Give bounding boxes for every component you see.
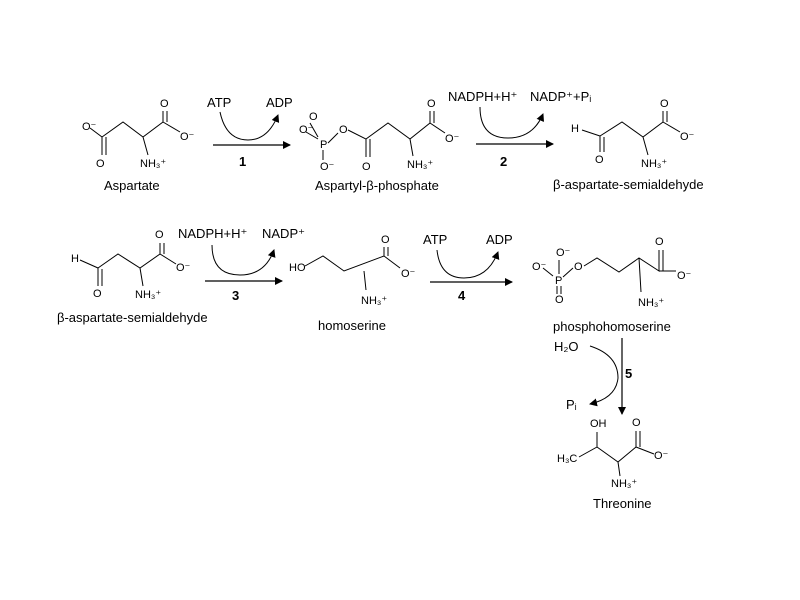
phosphohomoserine-bonds xyxy=(542,250,676,294)
amino-group: NH₃⁺ xyxy=(611,478,637,490)
step-4-number: 4 xyxy=(458,288,466,303)
step-5-cofactor-out: Pᵢ xyxy=(566,397,577,412)
atom-o: O xyxy=(595,154,604,166)
aspartyl-phosphate-label: Aspartyl-β-phosphate xyxy=(315,178,439,193)
atom-o-minus: O⁻ xyxy=(680,131,695,143)
step-5-curved-arrow xyxy=(589,345,619,407)
aspartate-label: Aspartate xyxy=(104,178,160,193)
semialdehyde-label-1: β-aspartate-semialdehyde xyxy=(553,177,704,192)
phosphohomoserine-label: phosphohomoserine xyxy=(553,319,671,334)
step-1-number: 1 xyxy=(239,154,246,169)
semialdehyde-bonds-1 xyxy=(581,111,681,156)
atom-o-minus: O⁻ xyxy=(556,247,571,259)
semialdehyde-structure-1: H O O O⁻ NH₃⁺ xyxy=(571,98,695,170)
atom-o: O xyxy=(427,98,436,110)
atom-o-minus: O⁻ xyxy=(445,133,460,145)
homoserine-structure: HO O O⁻ NH₃⁺ xyxy=(289,234,416,307)
step-5-number: 5 xyxy=(625,366,632,381)
reaction-step-3: NADPH+H⁺ NADP⁺ 3 xyxy=(178,226,305,303)
aspartate-structure: O⁻ O O O⁻ NH₃⁺ xyxy=(82,98,195,170)
step-5-cofactor-in: H₂O xyxy=(554,339,579,354)
atom-o: O xyxy=(93,288,102,300)
atom-oh: OH xyxy=(590,418,607,430)
homoserine-bonds xyxy=(304,247,401,291)
step-1-cofactor-out: ADP xyxy=(266,95,293,110)
aspartyl-phosphate-bonds xyxy=(305,111,446,160)
atom-o-minus: O⁻ xyxy=(532,261,547,273)
step-2-cofactor-in: NADPH+H⁺ xyxy=(448,89,517,104)
atom-o: O xyxy=(632,417,641,429)
semialdehyde-label-2: β-aspartate-semialdehyde xyxy=(57,310,208,325)
step-1-cofactor-in: ATP xyxy=(207,95,231,110)
reaction-step-2: NADPH+H⁺ NADP⁺+Pᵢ 2 xyxy=(448,89,591,169)
atom-o: O xyxy=(96,158,105,170)
reaction-step-5: H₂O Pᵢ 5 xyxy=(554,338,632,415)
threonine-label: Threonine xyxy=(593,496,652,511)
homoserine-label: homoserine xyxy=(318,318,386,333)
step-3-curved-arrow xyxy=(211,244,276,276)
amino-group: NH₃⁺ xyxy=(641,158,667,170)
atom-ho: HO xyxy=(289,262,306,274)
atom-h: H xyxy=(571,123,579,135)
atom-o: O xyxy=(309,111,318,123)
atom-h: H xyxy=(71,253,79,265)
atom-p: P xyxy=(320,139,327,151)
atom-p: P xyxy=(555,275,562,287)
step-3-cofactor-in: NADPH+H⁺ xyxy=(178,226,247,241)
atom-o: O xyxy=(555,294,564,306)
threonine-bonds xyxy=(578,431,655,477)
atom-o-minus: O⁻ xyxy=(180,131,195,143)
amino-group: NH₃⁺ xyxy=(135,289,161,301)
amino-group: NH₃⁺ xyxy=(361,295,387,307)
methyl-group: H₃C xyxy=(557,453,577,465)
aspartyl-phosphate-structure: O O⁻ P O⁻ O O O O⁻ NH₃⁺ xyxy=(299,98,460,173)
atom-o: O xyxy=(381,234,390,246)
atom-o-minus: O⁻ xyxy=(401,268,416,280)
atom-o-minus: O⁻ xyxy=(677,270,692,282)
semialdehyde-structure-2: H O O O⁻ NH₃⁺ xyxy=(71,229,191,301)
step-2-number: 2 xyxy=(500,154,507,169)
step-4-cofactor-out: ADP xyxy=(486,232,513,247)
threonine-structure: OH H₃C O O⁻ NH₃⁺ xyxy=(557,417,669,490)
atom-o: O xyxy=(155,229,164,241)
atom-o-minus: O⁻ xyxy=(176,262,191,274)
step-2-curved-arrow xyxy=(479,106,544,139)
atom-o: O xyxy=(160,98,169,110)
aspartate-bonds xyxy=(89,111,181,156)
atom-o: O xyxy=(655,236,664,248)
atom-o: O xyxy=(362,161,371,173)
step-4-curved-arrow xyxy=(436,249,500,279)
step-2-cofactor-out: NADP⁺+Pᵢ xyxy=(530,89,591,104)
reaction-step-1: ATP ADP 1 xyxy=(207,95,293,169)
step-3-cofactor-out: NADP⁺ xyxy=(262,226,305,241)
reaction-step-4: ATP ADP 4 xyxy=(423,232,513,303)
atom-o: O xyxy=(339,124,348,136)
atom-o-minus: O⁻ xyxy=(320,161,335,173)
atom-o-minus: O⁻ xyxy=(654,450,669,462)
amino-group: NH₃⁺ xyxy=(638,297,664,309)
atom-o: O xyxy=(660,98,669,110)
amino-group: NH₃⁺ xyxy=(140,158,166,170)
semialdehyde-bonds-2 xyxy=(79,243,177,287)
step-1-curved-arrow xyxy=(219,111,280,141)
step-3-number: 3 xyxy=(232,288,239,303)
amino-group: NH₃⁺ xyxy=(407,159,433,171)
step-4-cofactor-in: ATP xyxy=(423,232,447,247)
phosphohomoserine-structure: O⁻ O⁻ P O O O O⁻ NH₃⁺ xyxy=(532,236,692,309)
atom-o: O xyxy=(574,261,583,273)
atom-o-minus: O⁻ xyxy=(299,124,314,136)
